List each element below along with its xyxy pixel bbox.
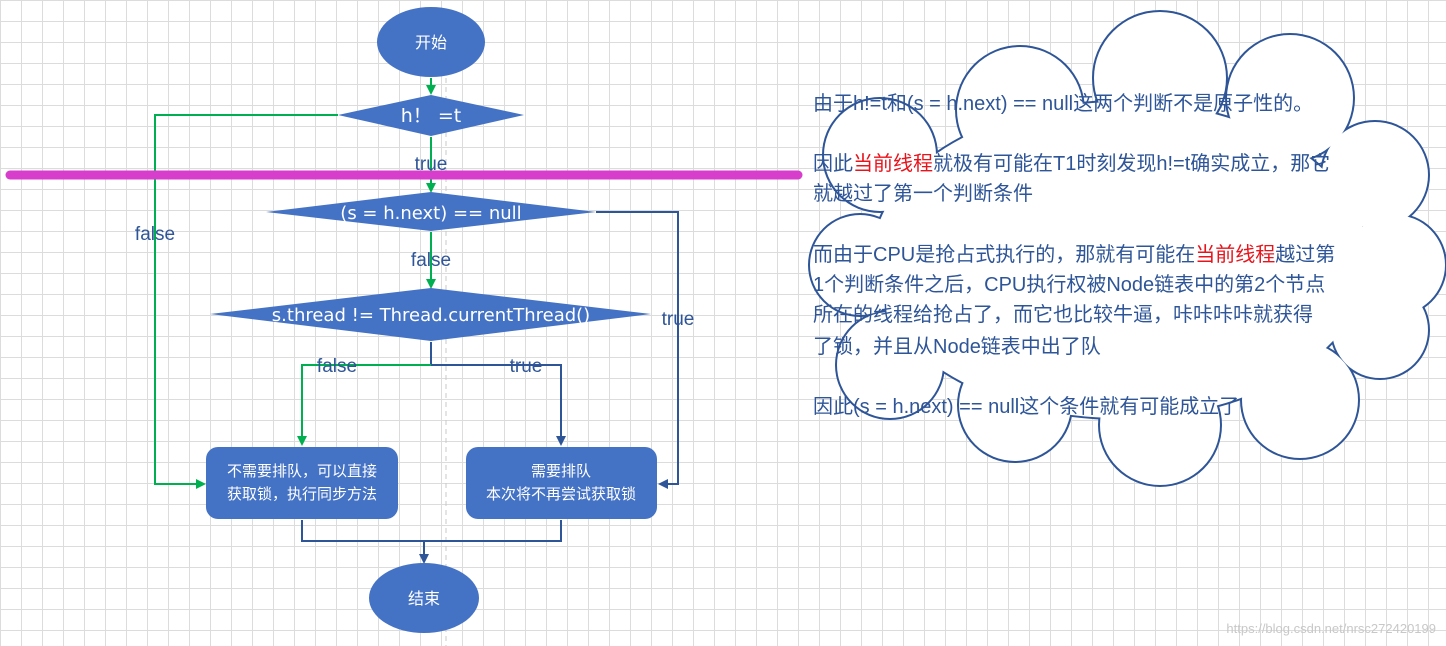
decision-s-next-null [266,192,596,231]
note-line-5: 1个判断条件之后，CPU执行权被Node链表中的第2个节点 [813,273,1325,296]
edge-boxes-merge [301,520,562,542]
cloud-callout [808,10,1446,487]
watermark: https://blog.csdn.net/nrsc272420199 [1226,621,1436,636]
decision-s-next-null-label: (s = h.next) == null [340,203,521,224]
label-d3-false: false [317,356,357,377]
label-d3-true: true [510,356,543,377]
end-node [369,563,479,633]
decision-h-ne-t-label: h！ =t [401,105,461,127]
note-line-3: 就越过了第一个判断条件 [813,182,1033,205]
edge-d3-true [431,364,566,446]
queue-line-2: 本次将不再尝试获取锁 [486,485,636,503]
note-highlight-current-thread: 当前线程 [853,152,933,175]
edge-d2-true [596,211,679,489]
note-highlight-current-thread-2: 当前线程 [1195,243,1275,266]
decision-thread-check-label: s.thread != Thread.currentThread() [272,305,590,326]
no-queue-box [206,447,398,519]
label-d1-false: false [135,224,175,245]
label-d1-true: true [415,154,448,175]
decision-thread-check [210,288,651,341]
queue-box [466,447,657,519]
start-node [377,7,485,77]
note-line-8: 因此(s = h.next) == null这个条件就有可能成立了 [813,395,1239,418]
edge-d3-false [297,364,431,446]
note-line-1: 由于h!=t和(s = h.next) == null这两个判断不是原子性的。 [813,92,1313,115]
note-line-4: 而由于CPU是抢占式执行的，那就有可能在当前线程越过第 [813,243,1335,266]
note-line-7: 了锁，并且从Node链表中出了队 [813,335,1101,358]
edge-d1-false [154,114,338,489]
note-line-6: 所在的线程给抢占了，而它也比较牛逼，咔咔咔咔就获得 [813,303,1313,326]
label-d2-false: false [411,250,451,271]
end-label: 结束 [408,589,440,608]
note-line-2: 因此当前线程就极有可能在T1时刻发现h!=t确实成立，那它 [813,152,1330,175]
start-label: 开始 [415,33,447,52]
queue-line-1: 需要排队 [531,462,591,480]
label-d2-true: true [662,309,695,330]
no-queue-line-2: 获取锁，执行同步方法 [227,485,377,503]
decision-h-ne-t [338,95,524,136]
no-queue-line-1: 不需要排队，可以直接 [227,462,377,480]
